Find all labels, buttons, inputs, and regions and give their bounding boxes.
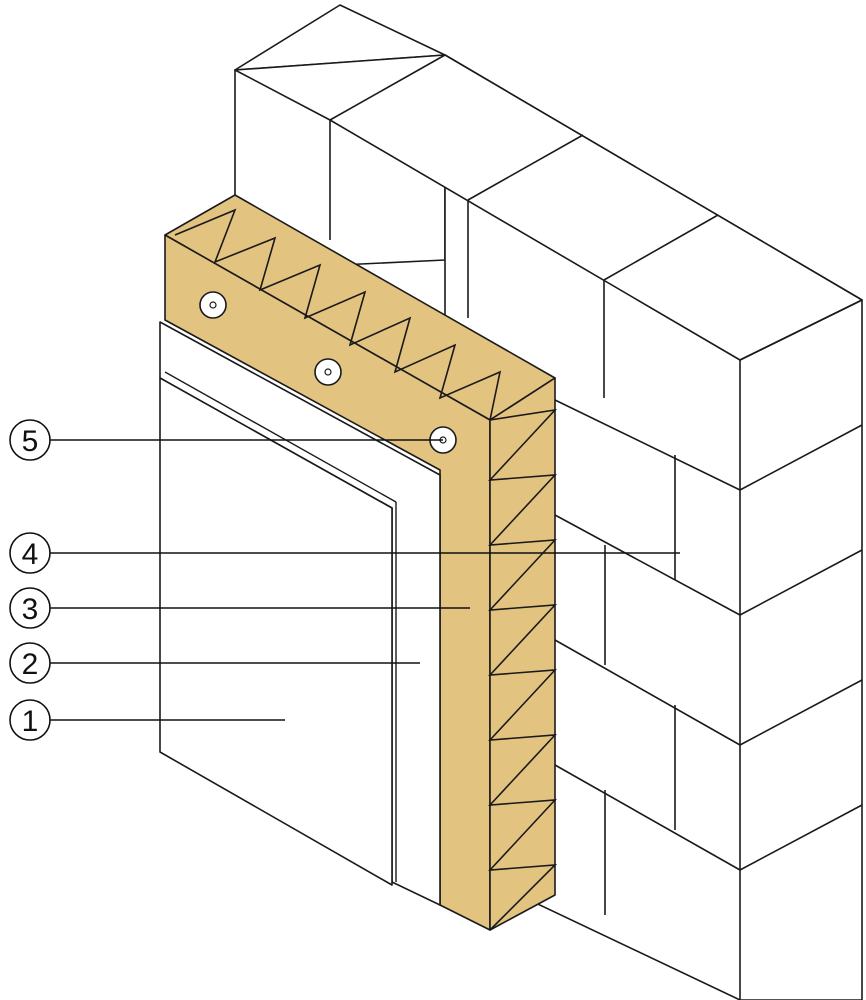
callout-5: 5 (9, 419, 51, 461)
callout-2: 2 (9, 642, 51, 684)
anchor-dowel (324, 368, 332, 376)
masonry-joints (329, 54, 863, 1000)
finish-layer (159, 377, 393, 886)
callout-leaders (50, 439, 680, 721)
callout-label-1: 1 (22, 705, 39, 738)
callout-label-4: 4 (22, 538, 39, 571)
callout-3: 3 (9, 587, 51, 629)
finish-layer-edge (164, 371, 397, 503)
callout-1: 1 (9, 699, 51, 741)
callout-label-2: 2 (22, 648, 39, 681)
anchor-dowel (209, 301, 217, 309)
callout-label-3: 3 (22, 593, 39, 626)
insulation-hatch-top (174, 208, 502, 421)
insulation-hatch-side (488, 408, 558, 931)
callout-label-5: 5 (22, 425, 39, 458)
callout-4: 4 (9, 532, 51, 574)
insulation-side-face (489, 377, 556, 931)
